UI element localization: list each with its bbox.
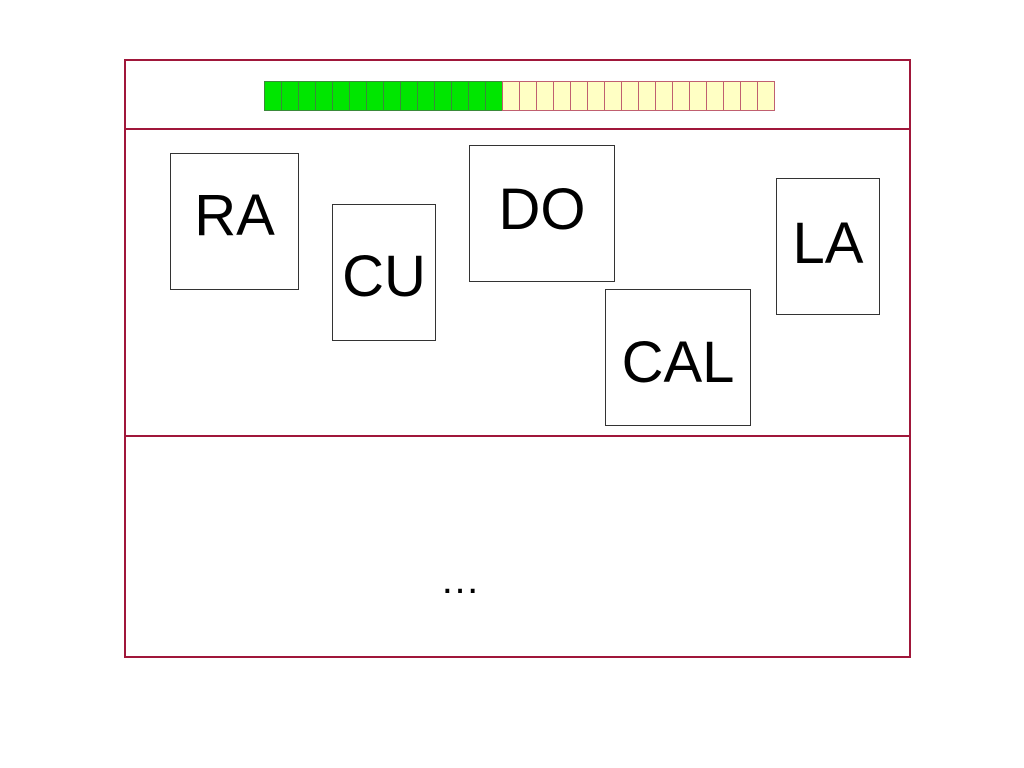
progress-cell-empty	[723, 81, 741, 111]
progress-cell-empty	[604, 81, 622, 111]
progress-cell-empty	[570, 81, 588, 111]
progress-cell-empty	[536, 81, 554, 111]
syllable-tile-ra[interactable]: RA	[170, 153, 299, 290]
progress-cell-empty	[655, 81, 673, 111]
syllable-tile-do[interactable]: DO	[469, 145, 615, 282]
progress-cell-filled	[315, 81, 333, 111]
progress-cell-empty	[689, 81, 707, 111]
tile-label: DO	[498, 176, 586, 242]
progress-cell-filled	[332, 81, 350, 111]
progress-cell-empty	[672, 81, 690, 111]
progress-cell-filled	[451, 81, 469, 111]
progress-cell-empty	[502, 81, 520, 111]
progress-cell-filled	[366, 81, 384, 111]
progress-cell-filled	[417, 81, 435, 111]
syllable-tile-la[interactable]: LA	[776, 178, 880, 315]
progress-cell-empty	[706, 81, 724, 111]
answer-divider	[126, 435, 909, 437]
progress-cell-filled	[349, 81, 367, 111]
progress-cell-filled	[400, 81, 418, 111]
syllable-tile-cal[interactable]: CAL	[605, 289, 751, 426]
tile-label: RA	[194, 182, 275, 248]
game-board	[124, 59, 911, 658]
progress-cell-empty	[553, 81, 571, 111]
progress-cell-empty	[757, 81, 775, 111]
progress-cell-filled	[281, 81, 299, 111]
progress-cell-empty	[519, 81, 537, 111]
progress-cell-empty	[587, 81, 605, 111]
tile-label: CAL	[621, 329, 735, 395]
progress-cell-filled	[264, 81, 282, 111]
tile-label: CU	[342, 243, 426, 309]
progress-cell-empty	[638, 81, 656, 111]
progress-cell-empty	[621, 81, 639, 111]
answer-placeholder: …	[440, 558, 480, 602]
header-divider	[126, 128, 909, 130]
progress-bar	[264, 81, 775, 111]
progress-cell-empty	[740, 81, 758, 111]
progress-cell-filled	[383, 81, 401, 111]
tile-label: LA	[792, 210, 864, 276]
progress-cell-filled	[298, 81, 316, 111]
progress-cell-filled	[434, 81, 452, 111]
progress-cell-filled	[468, 81, 486, 111]
progress-cell-filled	[485, 81, 503, 111]
syllable-tile-cu[interactable]: CU	[332, 204, 436, 341]
